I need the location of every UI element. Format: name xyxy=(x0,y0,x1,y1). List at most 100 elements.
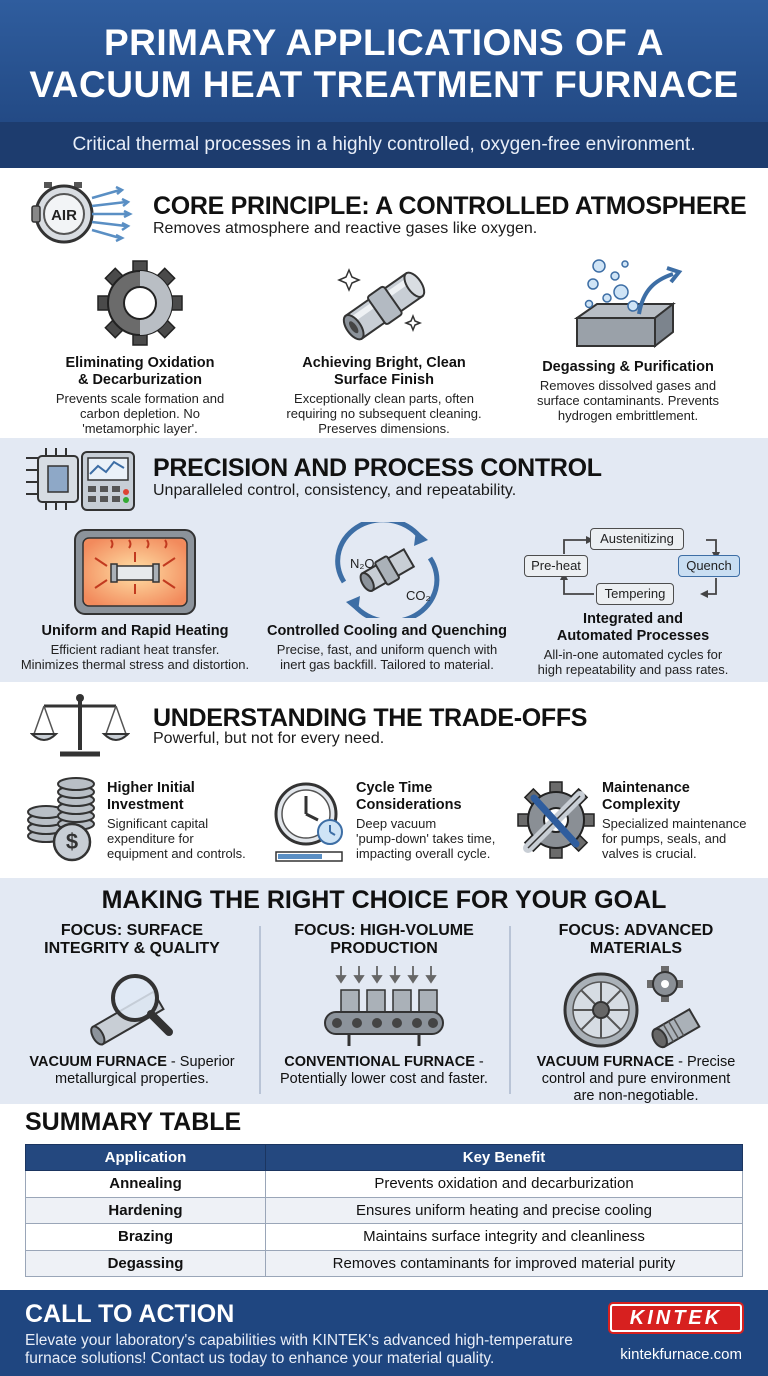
flow-quench: Quench xyxy=(678,555,740,577)
summary-table: Application Key Benefit Annealing Preven… xyxy=(25,1144,743,1277)
core-title: CORE PRINCIPLE: A CONTROLLED ATMOSPHERE xyxy=(153,192,747,220)
row-benefit: Ensures uniform heating and precise cool… xyxy=(265,1196,743,1224)
precision-subtitle: Unparalleled control, consistency, and r… xyxy=(153,482,517,499)
conveyor-icon xyxy=(324,966,444,1046)
investment-desc-1: Significant capital xyxy=(107,816,209,831)
surface-desc-2: requiring no subsequent cleaning. xyxy=(286,406,482,421)
call-to-action-footer: CALL TO ACTION Elevate your laboratory's… xyxy=(0,1290,768,1376)
flow-austenitizing: Austenitizing xyxy=(590,528,684,550)
focus-surface-bold: VACUUM FURNACE xyxy=(29,1054,167,1070)
automated-desc-2: high repeatability and pass rates. xyxy=(537,662,729,677)
magnifier-pipe-icon xyxy=(90,974,173,1046)
cta-body-line-1: Elevate your laboratory's capabilities w… xyxy=(25,1332,573,1349)
precision-section: PRECISION AND PROCESS CONTROL Unparallel… xyxy=(0,438,768,682)
degassing-card: Degassing & Purification Removes dissolv… xyxy=(508,256,748,423)
precision-title: PRECISION AND PROCESS CONTROL xyxy=(153,454,602,482)
row-application: Hardening xyxy=(25,1196,266,1224)
page-header: PRIMARY APPLICATIONS OF A VACUUM HEAT TR… xyxy=(0,0,768,122)
heating-title: Uniform and Rapid Heating xyxy=(41,623,229,639)
choice-section: MAKING THE RIGHT CHOICE FOR YOUR GOAL FO… xyxy=(0,878,768,1104)
core-subtitle: Removes atmosphere and reactive gases li… xyxy=(153,220,538,237)
investment-desc-2: expenditure for xyxy=(107,831,194,846)
cooling-desc-1: Precise, fast, and uniform quench with xyxy=(276,642,498,657)
focus-volume-head-2: PRODUCTION xyxy=(330,940,438,957)
uniform-heating-card: Uniform and Rapid Heating Efficient radi… xyxy=(10,526,260,672)
table-row: Brazing Maintains surface integrity and … xyxy=(25,1223,743,1251)
vacuum-chamber-icon: AIR xyxy=(31,182,133,244)
title-line-2: VACUUM HEAT TREATMENT FURNACE xyxy=(29,64,739,105)
focus-materials-bold: VACUUM FURNACE xyxy=(536,1054,675,1070)
focus-volume-bold: CONVENTIONAL FURNACE xyxy=(284,1054,475,1070)
focus-materials-rest-1: - Precise xyxy=(674,1054,736,1070)
heating-chamber-icon xyxy=(74,529,196,615)
oxidation-desc-1: Prevents scale formation and xyxy=(55,391,225,406)
control-panel-icon xyxy=(26,448,135,511)
investment-title-2: Investment xyxy=(107,797,184,813)
row-application: Brazing xyxy=(25,1223,266,1251)
balance-scale-icon xyxy=(30,694,130,757)
choice-divider-1 xyxy=(259,926,261,1094)
oxidation-desc-2: carbon depletion. No xyxy=(80,406,200,421)
cycle-desc-2: 'pump-down' takes time, xyxy=(356,831,496,846)
kintek-logo: KINTEK xyxy=(610,1304,742,1332)
oxidation-desc-3: 'metamorphic layer'. xyxy=(82,421,198,436)
maintenance-desc-2: for pumps, seals, and xyxy=(602,831,727,846)
oxidation-title-1: Eliminating Oxidation xyxy=(65,355,215,371)
cycle-desc-1: Deep vacuum xyxy=(356,816,437,831)
choice-title: MAKING THE RIGHT CHOICE FOR YOUR GOAL xyxy=(101,886,667,914)
oxidation-card: Eliminating Oxidation& Decarburization P… xyxy=(20,256,260,436)
co2-label: CO₂ xyxy=(406,588,431,603)
row-benefit: Prevents oxidation and decarburization xyxy=(265,1170,743,1198)
investment-title-1: Higher Initial xyxy=(107,780,195,796)
heating-desc-1: Efficient radiant heat transfer. xyxy=(50,642,220,657)
oxidation-title-2: & Decarburization xyxy=(77,372,203,388)
focus-volume-rest-1: - xyxy=(474,1054,484,1070)
cta-title: CALL TO ACTION xyxy=(25,1300,235,1328)
cycle-title-1: Cycle Time xyxy=(356,780,433,796)
focus-materials-head-1: FOCUS: ADVANCED xyxy=(558,922,714,939)
maintenance-desc-1: Specialized maintenance xyxy=(602,816,747,831)
website-link[interactable]: kintekfurnace.com xyxy=(620,1346,742,1363)
degassing-desc-1: Removes dissolved gases and xyxy=(539,378,717,393)
svg-text:$: $ xyxy=(66,829,78,854)
title-line-1: PRIMARY APPLICATIONS OF A xyxy=(104,22,664,63)
wrench-gear-icon xyxy=(517,781,595,859)
summary-title: SUMMARY TABLE xyxy=(25,1108,242,1136)
page-subtitle: Critical thermal processes in a highly c… xyxy=(0,122,768,168)
flow-tempering: Tempering xyxy=(596,583,674,605)
table-header-row: Application Key Benefit xyxy=(25,1144,743,1171)
table-row: Hardening Ensures uniform heating and pr… xyxy=(25,1196,743,1224)
n2o-label: N₂O xyxy=(350,556,375,571)
row-application: Annealing xyxy=(25,1170,266,1198)
focus-materials-head-2: MATERIALS xyxy=(589,940,683,957)
turbine-gear-icon xyxy=(563,966,701,1049)
air-label: AIR xyxy=(51,207,77,224)
gear-icon xyxy=(97,260,183,346)
cta-body-line-2: furnace solutions! Contact us today to e… xyxy=(25,1350,495,1367)
table-row: Annealing Prevents oxidation and decarbu… xyxy=(25,1170,743,1198)
cta-body: Elevate your laboratory's capabilities w… xyxy=(25,1332,595,1368)
maintenance-title-1: Maintenance xyxy=(602,780,690,796)
automated-title-1: Integrated and xyxy=(583,611,683,627)
focus-materials-rest-3: are non-negotiable. xyxy=(573,1088,699,1104)
surface-title-2: Surface Finish xyxy=(334,372,434,388)
tradeoffs-section: UNDERSTANDING THE TRADE-OFFS Powerful, b… xyxy=(0,682,768,878)
focus-surface-head-1: FOCUS: SURFACE xyxy=(60,922,204,939)
quench-cycle-icon: N₂O CO₂ xyxy=(335,517,440,625)
automated-desc-1: All-in-one automated cycles for xyxy=(543,647,723,662)
shiny-pipe-icon xyxy=(337,268,426,341)
header-application: Application xyxy=(25,1144,266,1171)
investment-desc-3: equipment and controls. xyxy=(107,846,246,861)
degassing-title: Degassing & Purification xyxy=(542,359,714,375)
page-title: PRIMARY APPLICATIONS OF A VACUUM HEAT TR… xyxy=(0,22,768,106)
cooling-title: Controlled Cooling and Quenching xyxy=(266,623,508,639)
core-principle-section: AIR CORE PRINCIPLE: A CONTROLLED ATMOSPH… xyxy=(0,168,768,438)
surface-title-1: Achieving Bright, Clean xyxy=(302,355,466,371)
degassing-desc-3: hydrogen embrittlement. xyxy=(557,408,699,423)
